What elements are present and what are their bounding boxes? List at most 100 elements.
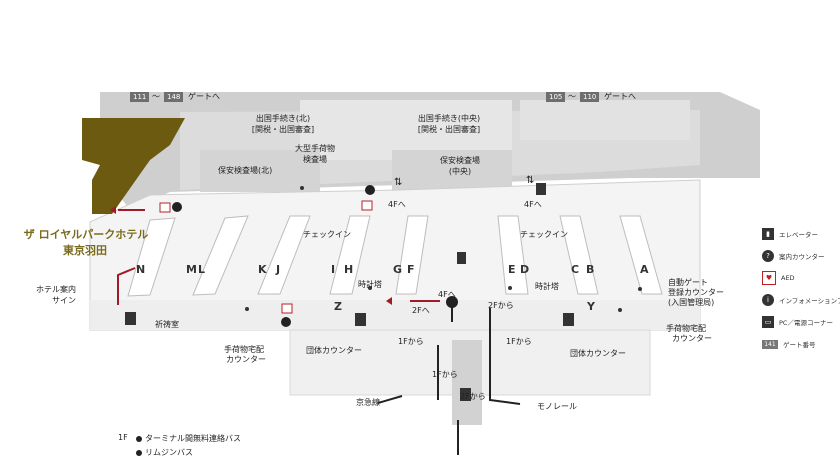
- gate-letter-g: G: [393, 263, 403, 276]
- departure-center-label: 出国手続き(中央): [417, 114, 481, 123]
- prayer-room-label: 祈祷室: [155, 320, 179, 329]
- hotel-name-2: 東京羽田: [63, 244, 107, 257]
- oversize-baggage-label-2: 検査場: [303, 155, 327, 164]
- legend-label: エレベーター: [779, 231, 818, 239]
- legend-label: ゲート番号: [783, 341, 816, 349]
- aed-icon: ♥: [762, 271, 776, 285]
- gate-letter-f: F: [407, 263, 415, 276]
- gate-number-tag: 105: [546, 92, 566, 102]
- limousine-label: リムジンバス: [145, 448, 193, 457]
- bullet-icon: [136, 449, 142, 456]
- map-legend: ▮ エレベーター ? 案内カウンター ♥ AED i インフォメーションフォン …: [762, 224, 840, 356]
- hotel-arrow-head: [110, 206, 116, 214]
- legend-label: AED: [781, 274, 795, 282]
- limousine-note: リムジンバス: [136, 447, 193, 458]
- gate-direction-label: ゲートへ: [604, 92, 636, 101]
- group-counter-left-label: 団体カウンター: [306, 346, 362, 355]
- gate-letter-l: L: [198, 263, 206, 276]
- departure-north-sub-label: [関税・出国審査]: [251, 125, 315, 134]
- baggage-delivery-right-label: 手荷物宅配: [666, 324, 706, 333]
- elevator-icon: ▮: [762, 228, 774, 240]
- route-arrow-head: [386, 297, 392, 305]
- keikyu-line-label: 京急線: [356, 398, 380, 407]
- hotel-info-sign-label: ホテル案内: [36, 285, 76, 294]
- gate-letter-z: Z: [334, 300, 342, 313]
- security-north-area: [200, 150, 320, 192]
- gate-number-tag: 110: [580, 92, 600, 102]
- small-dots: [245, 186, 642, 312]
- legend-label: 案内カウンター: [779, 253, 825, 261]
- gate-number-icon: 141: [762, 339, 778, 349]
- gate-letter-c: C: [571, 263, 580, 276]
- bus-note: ターミナル間無料連絡バス: [136, 433, 241, 444]
- from-2f-b-label: 2Fから: [460, 392, 486, 401]
- gate-letter-n: N: [136, 263, 146, 276]
- gate-letter-b: B: [586, 263, 595, 276]
- gate-range-sep: ～: [568, 92, 576, 101]
- baggage-delivery-left-label: 手荷物宅配: [224, 345, 264, 354]
- legend-row-gate-number: 141 ゲート番号: [762, 334, 838, 354]
- security-center-label: 保安検査場: [440, 156, 480, 165]
- hotel-building: [82, 118, 185, 214]
- gate-direction-label: ゲートへ: [188, 92, 220, 101]
- right-rooms-block: [520, 100, 690, 140]
- security-center-label-2: (中央): [448, 167, 472, 176]
- auto-gate-label-3: (入国管理局): [668, 298, 715, 307]
- pc-power-icon: ▭: [762, 316, 774, 328]
- group-counter-right-label: 団体カウンター: [570, 349, 626, 358]
- legend-label: インフォメーションフォン: [779, 297, 840, 305]
- oversize-baggage-label: 大型手荷物: [295, 144, 335, 153]
- departure-north-label: 出国手続き(北): [255, 114, 311, 123]
- bullet-icon: [136, 435, 142, 442]
- hotel-info-sign-label-2: サイン: [52, 296, 76, 305]
- gate-letter-k: K: [258, 263, 267, 276]
- from-2f-label: 2Fから: [488, 301, 514, 310]
- gate-letter-d: D: [520, 263, 530, 276]
- auto-gate-label-2: 登録カウンター: [668, 288, 724, 297]
- bus-label: ターミナル間無料連絡バス: [145, 434, 241, 443]
- gate-letter-a: A: [640, 263, 649, 276]
- legend-label: PC／電源コーナー: [779, 319, 833, 327]
- info-counter-icon: ?: [762, 250, 774, 262]
- to-2f-label: 2Fへ: [412, 306, 430, 315]
- from-1f-a-label: 1Fから: [398, 337, 424, 346]
- to-4f-left-label: 4Fへ: [388, 200, 406, 209]
- aed-icons: [159, 200, 373, 314]
- baggage-delivery-left-label-2: カウンター: [226, 355, 266, 364]
- hotel-name: ザ ロイヤルパークホテル: [23, 228, 149, 241]
- station-column: [452, 340, 482, 425]
- to-4f-right-label: 4Fへ: [524, 200, 542, 209]
- legend-row-info-phone: i インフォメーションフォン: [762, 290, 840, 310]
- lower-walkway: [90, 300, 700, 330]
- security-center-area: [392, 150, 512, 192]
- gate-number-tag: 148: [164, 92, 184, 102]
- auto-gate-label: 自動ゲート: [668, 278, 708, 287]
- legend-row-pc-power: ▭ PC／電源コーナー: [762, 312, 838, 332]
- gate-letter-i: I: [331, 263, 336, 276]
- security-north-label: 保安検査場(北): [218, 166, 273, 175]
- legend-row-info-counter: ? 案内カウンター: [762, 246, 838, 266]
- red-route-arrows: [117, 209, 440, 305]
- baggage-delivery-right-label-2: カウンター: [672, 334, 712, 343]
- check-in-left-label: チェックイン: [303, 230, 351, 239]
- gate-letter-m: M: [186, 263, 197, 276]
- info-phone-icon: i: [762, 294, 774, 306]
- info-counter-icons: [172, 185, 458, 327]
- legend-row-aed: ♥ AED: [762, 268, 838, 288]
- from-1f-b-label: 1Fから: [506, 337, 532, 346]
- clock-tower-left-label: 時計塔: [358, 280, 382, 289]
- legend-row-elevator: ▮ エレベーター: [762, 224, 838, 244]
- floor-label: 1F: [118, 433, 128, 442]
- gate-letter-e: E: [508, 263, 516, 276]
- gate-letter-h: H: [344, 263, 354, 276]
- escalator-left-icon: ⇅: [394, 177, 403, 188]
- check-in-right-label: チェックイン: [520, 230, 568, 239]
- check-in-islands: [127, 215, 663, 297]
- elevator-icons: [125, 183, 574, 401]
- gate-letter-y: Y: [587, 300, 595, 313]
- gate-number-tag: 111: [130, 92, 150, 102]
- departure-center-sub-label: [関税・出国審査]: [417, 125, 481, 134]
- gate-range-sep: ～: [152, 92, 160, 101]
- clock-tower-right-label: 時計塔: [535, 282, 559, 291]
